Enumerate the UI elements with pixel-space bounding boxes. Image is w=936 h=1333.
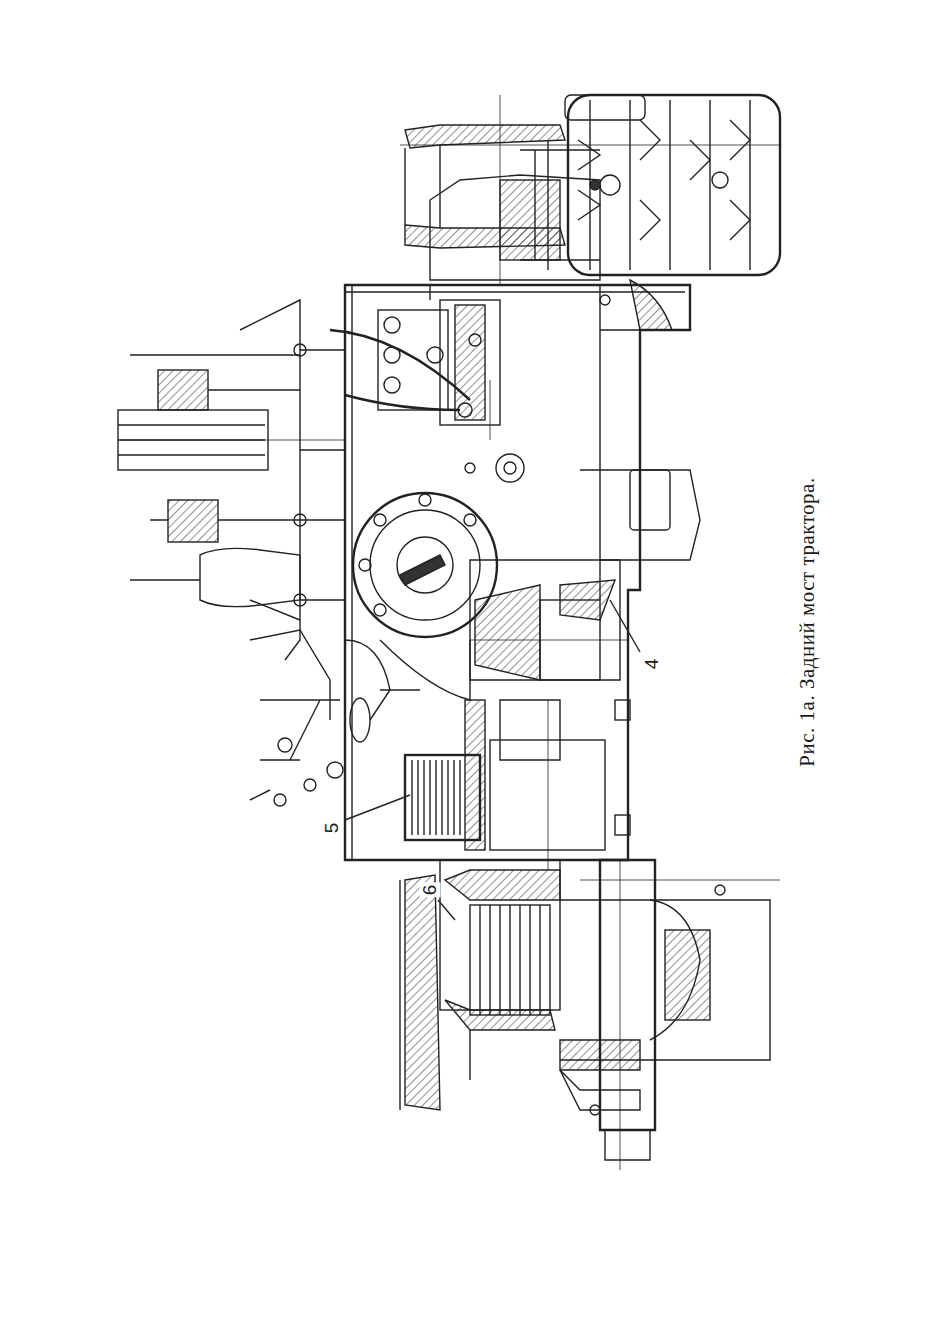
drawing-stroke <box>712 172 728 188</box>
drawing-stroke <box>615 700 630 720</box>
drawing-stroke <box>345 285 690 860</box>
drawing-stroke <box>560 1070 640 1110</box>
drawing-stroke <box>294 514 306 526</box>
drawing-stroke <box>480 905 540 1015</box>
drawing-stroke <box>600 175 620 195</box>
drawing-stroke <box>548 700 549 870</box>
drawing-stroke <box>470 640 628 641</box>
drawing-stroke <box>345 285 685 860</box>
drawing-stroke <box>397 537 453 593</box>
drawing-stroke <box>580 470 700 560</box>
drawing-stroke <box>430 285 690 600</box>
drawing-stroke <box>400 145 780 146</box>
drawing-stroke <box>590 1105 600 1115</box>
drawing-stroke <box>168 500 218 542</box>
drawing-stroke <box>430 175 600 280</box>
drawing-stroke <box>405 125 565 148</box>
drawing-stroke <box>578 120 750 240</box>
drawing-stroke <box>560 1040 640 1070</box>
drawing-stroke <box>294 594 306 606</box>
differential <box>353 493 628 760</box>
drawing-stroke <box>419 494 431 506</box>
drawing-stroke <box>374 514 386 526</box>
drawing-stroke <box>580 880 780 881</box>
drawing-stroke <box>440 300 500 425</box>
drawing-stroke <box>330 330 470 400</box>
drawing-stroke <box>445 1000 555 1030</box>
control-linkage <box>118 300 470 806</box>
lower-wheel <box>400 860 780 1170</box>
leader-lines <box>345 600 640 920</box>
drawing-stroke <box>500 180 560 260</box>
drawing-stroke <box>412 760 460 835</box>
drawing-stroke <box>380 640 470 700</box>
drawing-stroke <box>250 700 340 800</box>
drawing-stroke <box>455 305 485 420</box>
drawing-stroke <box>350 698 370 742</box>
upper-wheel <box>400 95 780 285</box>
drawing-stroke <box>590 180 600 190</box>
drawing-stroke <box>438 900 455 920</box>
drawing-stroke <box>475 585 540 680</box>
drawing-stroke <box>378 310 448 410</box>
drawing-stroke <box>278 738 292 752</box>
drawing-stroke <box>465 700 485 850</box>
drawing-stroke <box>504 462 516 474</box>
drawing-stroke <box>565 95 645 120</box>
drawing-stroke <box>630 470 670 530</box>
callout-number: 5 <box>322 821 343 836</box>
drawing-stroke <box>445 870 560 900</box>
drawing-stroke <box>405 875 440 1110</box>
drawing-stroke <box>400 880 470 1110</box>
drawing-stroke <box>400 555 445 585</box>
drawing-stroke <box>327 762 343 778</box>
drawing-stroke <box>715 885 725 895</box>
drawing-stroke <box>345 795 410 820</box>
figure-caption: Рис. 1а. Задний мост трактора. <box>796 475 819 768</box>
drawing-stroke <box>384 317 400 333</box>
drawing-stroke <box>120 440 345 441</box>
drawing-stroke <box>620 860 621 1170</box>
drawing-stroke <box>615 815 630 835</box>
drawing-stroke <box>345 640 420 720</box>
drawing-stroke <box>359 559 371 571</box>
drawing-stroke <box>158 370 208 410</box>
drawing-stroke <box>458 403 472 417</box>
drawing-stroke <box>370 510 480 620</box>
drawing-stroke <box>250 600 330 720</box>
drawing-stroke <box>300 350 345 600</box>
drawing-stroke <box>384 377 400 393</box>
drawing-stroke <box>304 779 316 791</box>
drawing-stroke <box>130 355 300 580</box>
drawing-stroke <box>427 347 443 363</box>
drawing-stroke <box>464 514 476 526</box>
drawing-stroke <box>496 454 524 482</box>
drawing-stroke <box>500 700 560 760</box>
drawing-stroke <box>470 560 620 680</box>
drawing-stroke <box>490 740 605 850</box>
drawing-stroke <box>630 280 672 330</box>
drawing-stroke <box>200 548 300 606</box>
drawing-stroke <box>490 380 491 440</box>
drawing-stroke <box>520 140 600 270</box>
drawing-stroke <box>345 395 460 410</box>
drawing-stroke <box>560 900 770 1060</box>
drawing-stroke <box>590 100 750 270</box>
drawing-stroke <box>274 794 286 806</box>
drawing-stroke <box>294 344 306 356</box>
callout-number: 6 <box>420 883 441 898</box>
axle-housing <box>345 280 700 860</box>
drawing-stroke <box>470 905 550 1015</box>
clutch-pack <box>405 700 630 870</box>
drawing-stroke <box>465 463 475 473</box>
drawing-stroke <box>665 930 710 1020</box>
drawing-stroke <box>500 95 501 285</box>
drawing-stroke <box>605 1130 650 1160</box>
drawing-stroke <box>374 604 386 616</box>
drawing-stroke <box>610 600 640 652</box>
drawing-stroke <box>405 145 440 228</box>
drawing-stroke <box>600 295 610 305</box>
callout-number: 4 <box>642 657 663 672</box>
drawing-stroke <box>240 300 300 660</box>
